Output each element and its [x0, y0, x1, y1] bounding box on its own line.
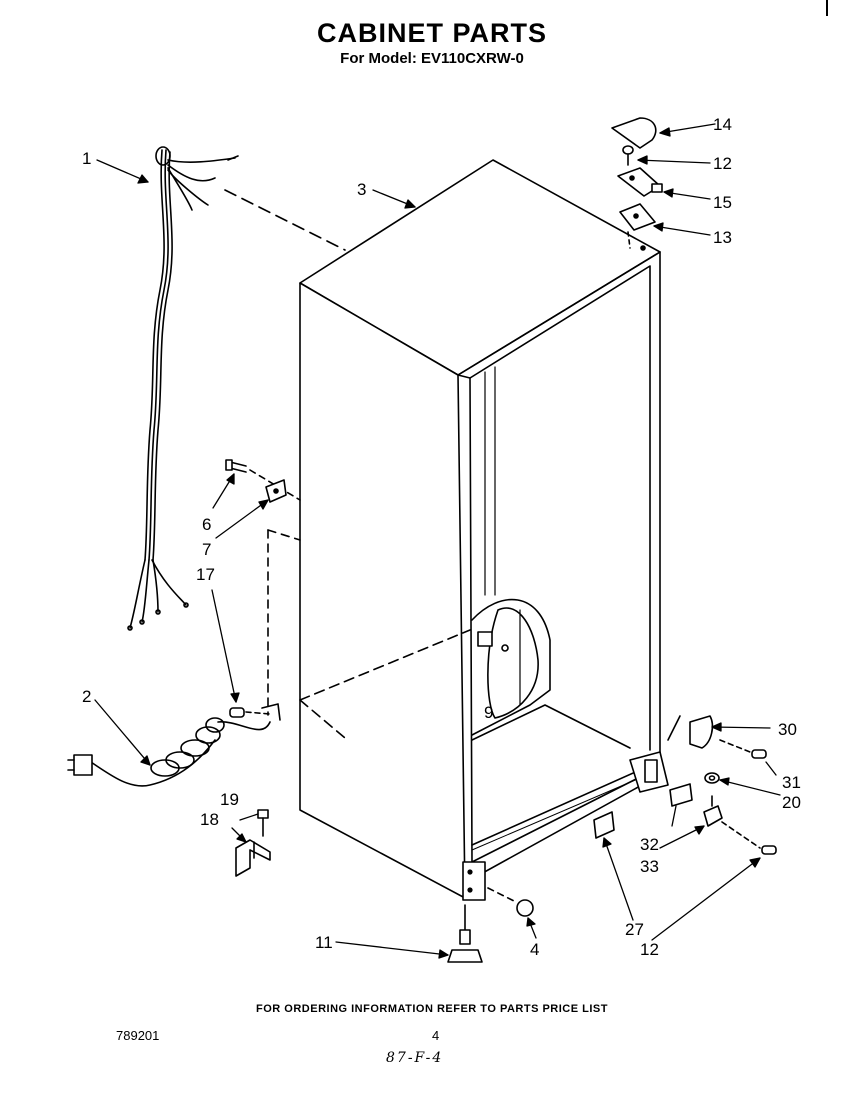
part-17-screw: [229, 703, 281, 721]
part-20-washer: [704, 772, 720, 784]
cabinet-body: [267, 159, 669, 901]
cabinet-exploded-diagram: 1 2 3 4 6 7 9 11 12 12 13 14 15 17 18 19…: [67, 115, 801, 963]
callout-9: 9: [484, 703, 493, 722]
callout-7: 7: [202, 540, 211, 559]
handwritten-mark: 87-F-4: [386, 1050, 444, 1066]
callout-4: 4: [530, 940, 539, 959]
part-1-wire-harness: [127, 146, 346, 631]
part-6-screw: [225, 459, 301, 501]
part-19-screw: [257, 809, 269, 837]
part-9-retainer: [477, 631, 509, 652]
callout-17: 17: [196, 565, 215, 584]
callout-32: 32: [640, 835, 659, 854]
part-33-hinge-pin: [703, 795, 723, 827]
part-14-hinge-cover: [611, 117, 657, 149]
callout-3: 3: [357, 180, 366, 199]
part-18-bracket: [235, 839, 271, 877]
scan-edge-mark: [826, 0, 828, 16]
callout-6: 6: [202, 515, 211, 534]
part-27-guide: [593, 811, 615, 839]
part-30-hinge-plate: [667, 715, 714, 749]
callout-13: 13: [713, 228, 732, 247]
callout-leaders: [94, 123, 781, 959]
part-13-shim: [619, 203, 656, 249]
part-11-leveling-leg: [447, 904, 483, 963]
part-32-spacer: [669, 783, 693, 807]
part-12-screw-top: [622, 145, 634, 166]
callout-2: 2: [82, 687, 91, 706]
callout-20: 20: [782, 793, 801, 812]
part-12-screw-bottom: [721, 821, 777, 855]
callout-labels: 1 2 3 4 6 7 9 11 12 12 13 14 15 17 18 19…: [82, 115, 801, 959]
callout-12-bottom: 12: [640, 940, 659, 959]
callout-14: 14: [713, 115, 732, 134]
callout-31: 31: [782, 773, 801, 792]
callout-15: 15: [713, 193, 732, 212]
part-7-clip: [265, 479, 287, 503]
callout-18: 18: [200, 810, 219, 829]
callout-19: 19: [220, 790, 239, 809]
part-31-screw: [719, 739, 767, 759]
document-number: 789201: [116, 1028, 160, 1043]
page-number: 4: [432, 1028, 440, 1043]
model-subtitle: For Model: EV110CXRW-0: [340, 50, 524, 67]
part-15-hinge: [617, 167, 663, 197]
part-2-power-cord: [67, 717, 271, 787]
callout-27: 27: [625, 920, 644, 939]
callout-33: 33: [640, 857, 659, 876]
callout-1: 1: [82, 149, 91, 168]
callout-12-top: 12: [713, 154, 732, 173]
part-4-plug: [487, 887, 534, 917]
callout-30: 30: [778, 720, 797, 739]
callout-11: 11: [315, 933, 333, 952]
ordering-note: FOR ORDERING INFORMATION REFER TO PARTS …: [256, 1003, 608, 1015]
page-title: CABINET PARTS: [316, 18, 547, 48]
